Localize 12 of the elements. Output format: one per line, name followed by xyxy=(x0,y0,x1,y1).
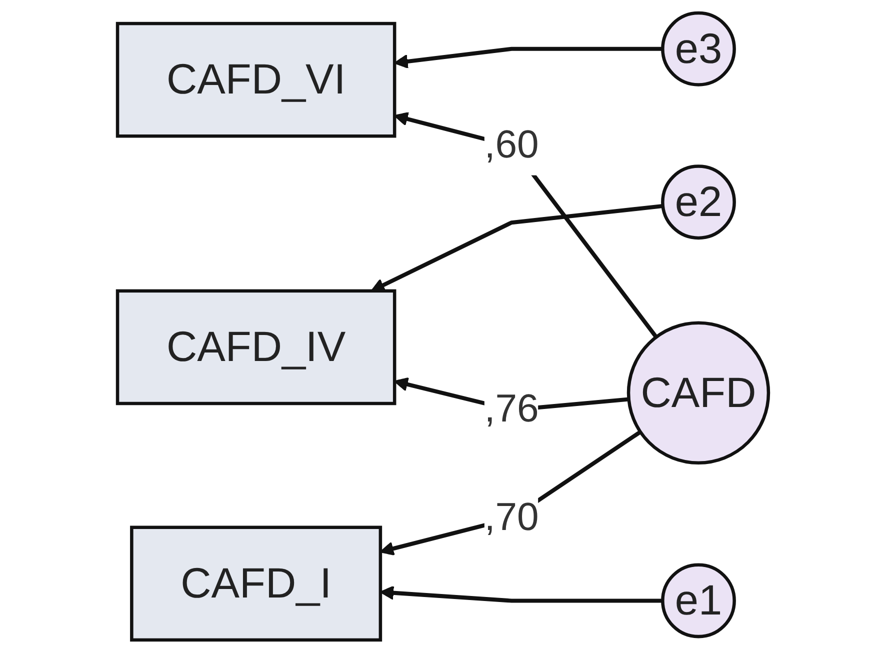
node-box: CAFD_VI xyxy=(116,22,396,138)
node-box: CAFD_I xyxy=(130,526,382,642)
node-box: CAFD_IV xyxy=(116,289,396,406)
node-circle: e1 xyxy=(661,563,736,638)
edge-label: ,70 xyxy=(484,496,539,540)
arrow xyxy=(380,430,642,556)
node-circle: e3 xyxy=(661,11,736,86)
node-circle: e2 xyxy=(661,164,736,240)
arrow xyxy=(380,586,663,603)
edge-label: ,60 xyxy=(484,123,539,168)
edge-label: ,76 xyxy=(484,387,539,432)
node-circle: CAFD xyxy=(626,321,770,464)
